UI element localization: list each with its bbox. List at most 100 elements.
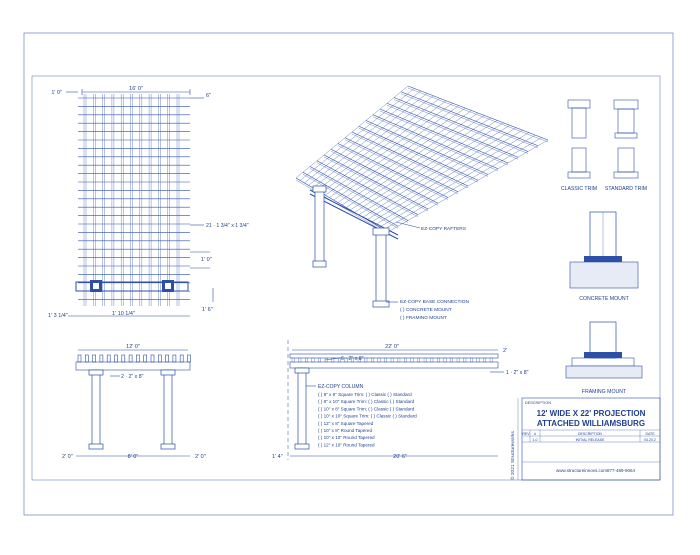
front-slat-end	[121, 354, 126, 363]
iso-rafter-edge	[323, 156, 429, 212]
front-slat-end	[143, 354, 147, 363]
side-dim-top: 22' 0"	[385, 344, 399, 350]
side-post-left-cap	[294, 367, 310, 374]
plan-dim-top: 16' 0"	[129, 86, 143, 92]
front-slat-end	[179, 354, 184, 363]
front-slat-end	[187, 354, 191, 363]
standard-trim-lower	[617, 147, 635, 173]
side-rafters	[289, 353, 499, 363]
iso-slats	[295, 85, 549, 240]
iso-base-title: EZ-COPY BASE CONNECTION	[400, 299, 469, 305]
side-elevation: 22' 0" 2' 6 · 2" x 8" 1 · 2" x 8" EZ-COP…	[272, 340, 529, 460]
front-dim-mid: 8' 0"	[128, 454, 139, 460]
title-block-frame	[521, 397, 661, 481]
iso-rafter-edge	[302, 174, 399, 229]
iso-rafter	[365, 120, 489, 175]
side-dim-bottom: 20' 6"	[393, 454, 407, 460]
side-slat-end	[298, 357, 302, 363]
concrete-mount-bracket	[584, 256, 622, 262]
side-beam-leader	[324, 357, 341, 361]
iso-rafter-edge	[344, 139, 459, 194]
side-column-options: ( ) 8" x 8" Square Trim: ( ) Classic ( )…	[318, 392, 417, 447]
side-slat-end	[463, 357, 467, 363]
standard-trim-label: STANDARD TRIM	[605, 186, 647, 192]
framing-plate	[571, 357, 635, 367]
side-slat-end	[437, 357, 440, 363]
side-column-option: ( ) 10" x 10" Square Trim: ( ) Classic (…	[318, 414, 417, 419]
side-slat-end	[291, 357, 295, 363]
concrete-slab	[569, 261, 639, 289]
front-slat-end	[77, 354, 82, 363]
plan-slats	[78, 97, 190, 300]
front-post-right	[163, 369, 173, 449]
side-slat-end	[489, 357, 493, 363]
plan-post-right-core	[165, 283, 171, 289]
front-post-left-base	[88, 443, 104, 450]
iso-rafter	[400, 91, 539, 147]
front-slat-end	[85, 354, 89, 363]
side-column-option: ( ) 10" x 8" Square Trim: ( ) Classic ( …	[318, 406, 415, 411]
iso-rafter	[351, 131, 469, 187]
side-callout-beam: 6 · 2" x 8"	[341, 356, 364, 362]
side-slat-end	[384, 357, 387, 363]
side-slat-end	[311, 357, 315, 363]
side-slat-end	[417, 357, 420, 363]
iso-rafter	[358, 125, 479, 181]
iso-rafter	[379, 108, 509, 164]
side-rafter	[289, 353, 499, 359]
iso-rafter-edge	[386, 105, 519, 160]
title-block: DESCRIPTION 12' WIDE X 22' PROJECTION AT…	[509, 397, 661, 481]
plan-beam	[75, 281, 189, 292]
iso-rafter-edge	[358, 128, 479, 183]
front-beam	[75, 361, 191, 371]
side-slat-end	[456, 357, 460, 363]
standard-trim-base	[613, 171, 639, 179]
plan-dim-right-bot: 1' 6"	[202, 307, 213, 313]
front-slats	[77, 354, 191, 363]
side-slat-end	[318, 357, 321, 363]
iso-post-back-base	[312, 260, 327, 268]
iso-post-front-cap	[372, 227, 390, 236]
title-phone: 877-489-9064	[607, 468, 636, 473]
plan-callout-tubes: 21 · 1 3/4" x 1 3/4"	[206, 223, 249, 229]
front-slat-end	[136, 354, 140, 363]
iso-post-back-cap	[312, 185, 327, 193]
iso-rafter	[323, 154, 429, 210]
front-slat-end	[165, 354, 169, 363]
side-slat-end	[430, 357, 434, 363]
classic-trim-cap	[567, 99, 591, 109]
iso-callout-rafters: EZ-COPY RAFTERS	[421, 226, 466, 232]
iso-rafter-edge	[400, 93, 539, 148]
trim-details: CLASSIC TRIM STANDARD TRIM CONCRETE MOUN…	[561, 99, 647, 395]
side-column-title: EZ-COPY COLUMN	[318, 384, 364, 390]
plan-rafters	[83, 94, 180, 306]
front-slat-end	[114, 354, 118, 363]
plan-dim-bot-left: 1' 3 1/4"	[48, 313, 68, 319]
front-slat-end	[158, 354, 162, 363]
title-row-num: 1.0	[533, 438, 538, 442]
side-slat-end	[443, 357, 447, 363]
iso-rafter-edge	[407, 87, 549, 143]
standard-trim-collar	[614, 132, 638, 139]
iso-rafter-edge	[393, 99, 529, 154]
side-column-option: ( ) 10" x 8" Round Tapered	[318, 428, 372, 433]
side-slat-end	[476, 357, 480, 363]
front-post-right-base	[160, 443, 176, 450]
iso-rafter-edge	[372, 116, 499, 171]
front-elevation: 12' 0" 2 · 2" x 8" 2' 0" 8' 0" 2' 0"	[62, 344, 206, 460]
classic-trim-lower	[571, 147, 587, 173]
title-line2: ATTACHED WILLIAMSBURG	[537, 419, 645, 428]
side-post-left	[297, 367, 307, 447]
side-column-option: ( ) 8" x 10" Square Trim: ( ) Classic ( …	[318, 399, 415, 404]
front-dim-left: 2' 0"	[62, 454, 73, 460]
standard-trim-upper	[617, 108, 635, 134]
front-slat-end	[150, 354, 155, 363]
side-slat-end	[397, 357, 401, 363]
iso-base-opt2: ( ) FRAMING MOUNT	[400, 315, 447, 321]
title-col-date: DATE	[645, 432, 655, 436]
title-col-desc: DESCRIPTION	[578, 432, 602, 436]
iso-beam	[309, 189, 399, 236]
iso-rafter	[386, 102, 519, 158]
side-dim-end: 2'	[503, 348, 507, 354]
iso-rafter-edge	[309, 168, 409, 223]
